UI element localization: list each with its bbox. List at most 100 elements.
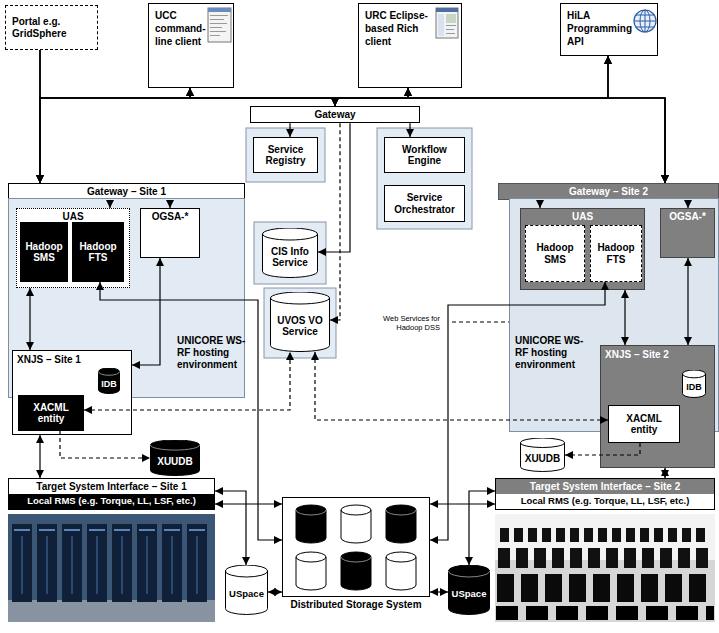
connector (608, 56, 665, 183)
ogsa-box: OGSA-* (660, 208, 715, 258)
supercomputer-photo (8, 514, 215, 622)
storage-cylinders-part (386, 557, 416, 562)
storage-cylinders-part (296, 505, 326, 543)
cluster-photo-part (498, 548, 712, 568)
storage-cylinders (296, 505, 416, 590)
connector (190, 88, 665, 183)
node-label: Hadoop SMS (24, 241, 64, 263)
supercomputer-photo-part (8, 600, 215, 622)
database-cylinder: IDB (98, 368, 120, 394)
cylinder-body (271, 292, 330, 352)
client-box: UCC command-line client (148, 3, 234, 88)
connector (40, 88, 408, 183)
service-cylinder: CIS Info Service (262, 228, 318, 278)
node-label: Portal e.g. GridSphere (12, 16, 91, 38)
storage-cylinders-part (296, 552, 326, 590)
node-label: UNICORE WS-RF hosting environment (515, 335, 585, 371)
cylinder-rim (226, 571, 268, 577)
connector (318, 123, 350, 252)
connector (215, 503, 282, 504)
storage-cylinders-part (341, 510, 371, 515)
screenshot-icon-part (446, 33, 455, 34)
service-box: Workflow Engine (384, 137, 465, 173)
cylinder-body (226, 565, 268, 615)
cylinder-body (151, 440, 200, 476)
connector (29, 288, 30, 350)
hadoop-box: Hadoop FTS (72, 222, 124, 282)
node-label: Gateway – Site 2 (502, 186, 715, 197)
cylinder-rim (263, 234, 318, 240)
service-cylinder: UVOS VO Service (270, 292, 330, 352)
storage-cylinder: USpace (225, 565, 268, 615)
node-label: OGSA-* (144, 211, 196, 222)
connector (539, 200, 540, 208)
cylinder-body (521, 438, 565, 472)
cylinder-label: XUUDB (150, 456, 200, 467)
connector (84, 352, 290, 410)
screenshot-icon-part (446, 25, 456, 26)
node-label: Local RMS (e.g. Torque, LL, LSF, etc.) (496, 494, 714, 509)
node-label: UAS (524, 211, 641, 222)
storage-cylinders-part (296, 510, 326, 515)
label-holder: Web Services for Hadoop DSS (366, 314, 440, 332)
cylinder-rim (99, 372, 120, 376)
uas-box: UAS Hadoop SMS Hadoop FTS (16, 208, 130, 288)
storage-cylinders-part (386, 505, 416, 543)
connector (268, 591, 282, 592)
storage-system: Distributed Storage System (282, 497, 430, 597)
connector (330, 123, 340, 320)
node-label: XACML entity (22, 402, 80, 424)
client-box: URC Eclipse-based Rich client (358, 3, 462, 88)
hadoop-box: Hadoop SMS (525, 225, 585, 282)
storage-cylinder: USpace (448, 565, 490, 615)
connector (169, 200, 170, 208)
storage-cylinders-part (341, 552, 371, 590)
screenshot-icon-part (210, 19, 224, 20)
node-label: Target System Interface – Site 2 (496, 479, 714, 494)
connector (215, 491, 246, 565)
connector (132, 258, 160, 365)
connector (190, 88, 335, 106)
cylinder-label: XUUDB (520, 453, 565, 464)
connector (60, 431, 150, 458)
connector (289, 123, 290, 137)
hadoop-box: Hadoop FTS (590, 225, 642, 282)
connector (687, 258, 688, 345)
cylinder-label: USpace (225, 589, 268, 600)
connector (109, 200, 110, 208)
cluster-photo (495, 514, 715, 622)
node-label: Gateway – Site 1 (12, 186, 241, 197)
service-box: Service Orchestrator (384, 185, 465, 222)
cluster-photo-part (500, 528, 710, 542)
cylinder-rim (449, 571, 490, 577)
xacml-box: XACML entity (608, 405, 680, 443)
cylinder-label: USpace (448, 589, 490, 600)
cylinder-body (449, 565, 490, 615)
service-panel (254, 222, 326, 284)
connector (624, 290, 625, 345)
gateway-bar: Gateway (250, 106, 420, 123)
cylinder-rim (521, 443, 565, 448)
node-label: UCC command-line client (149, 4, 207, 52)
cylinder-label: CIS Info Service (262, 246, 318, 268)
node-label: XACML entity (612, 413, 676, 435)
cylinder-label: UVOS VO Service (270, 315, 330, 337)
cylinder-body (99, 368, 120, 394)
xnjs-box: XNJS – Site 1IDBXACML entity (12, 350, 132, 435)
screenshot-icon-part (436, 8, 458, 38)
screenshot-icon-part (438, 14, 444, 36)
cylinder-label: IDB (682, 382, 706, 392)
hosting-panel: UNICORE WS-RF hosting environmentUASHado… (8, 198, 245, 398)
storage-cylinders-part (386, 552, 416, 590)
globe-icon-part (645, 10, 646, 32)
node-label: UAS (20, 211, 126, 222)
cylinder-rim (683, 374, 706, 378)
connector (430, 503, 495, 504)
connector (315, 352, 608, 420)
node-label: Local RMS (e.g. Torque, LL, LSF, etc.) (9, 494, 214, 509)
screenshot-icon-part (210, 23, 227, 24)
screenshot-icon-part (446, 29, 454, 30)
storage-cylinders-part (341, 505, 371, 543)
